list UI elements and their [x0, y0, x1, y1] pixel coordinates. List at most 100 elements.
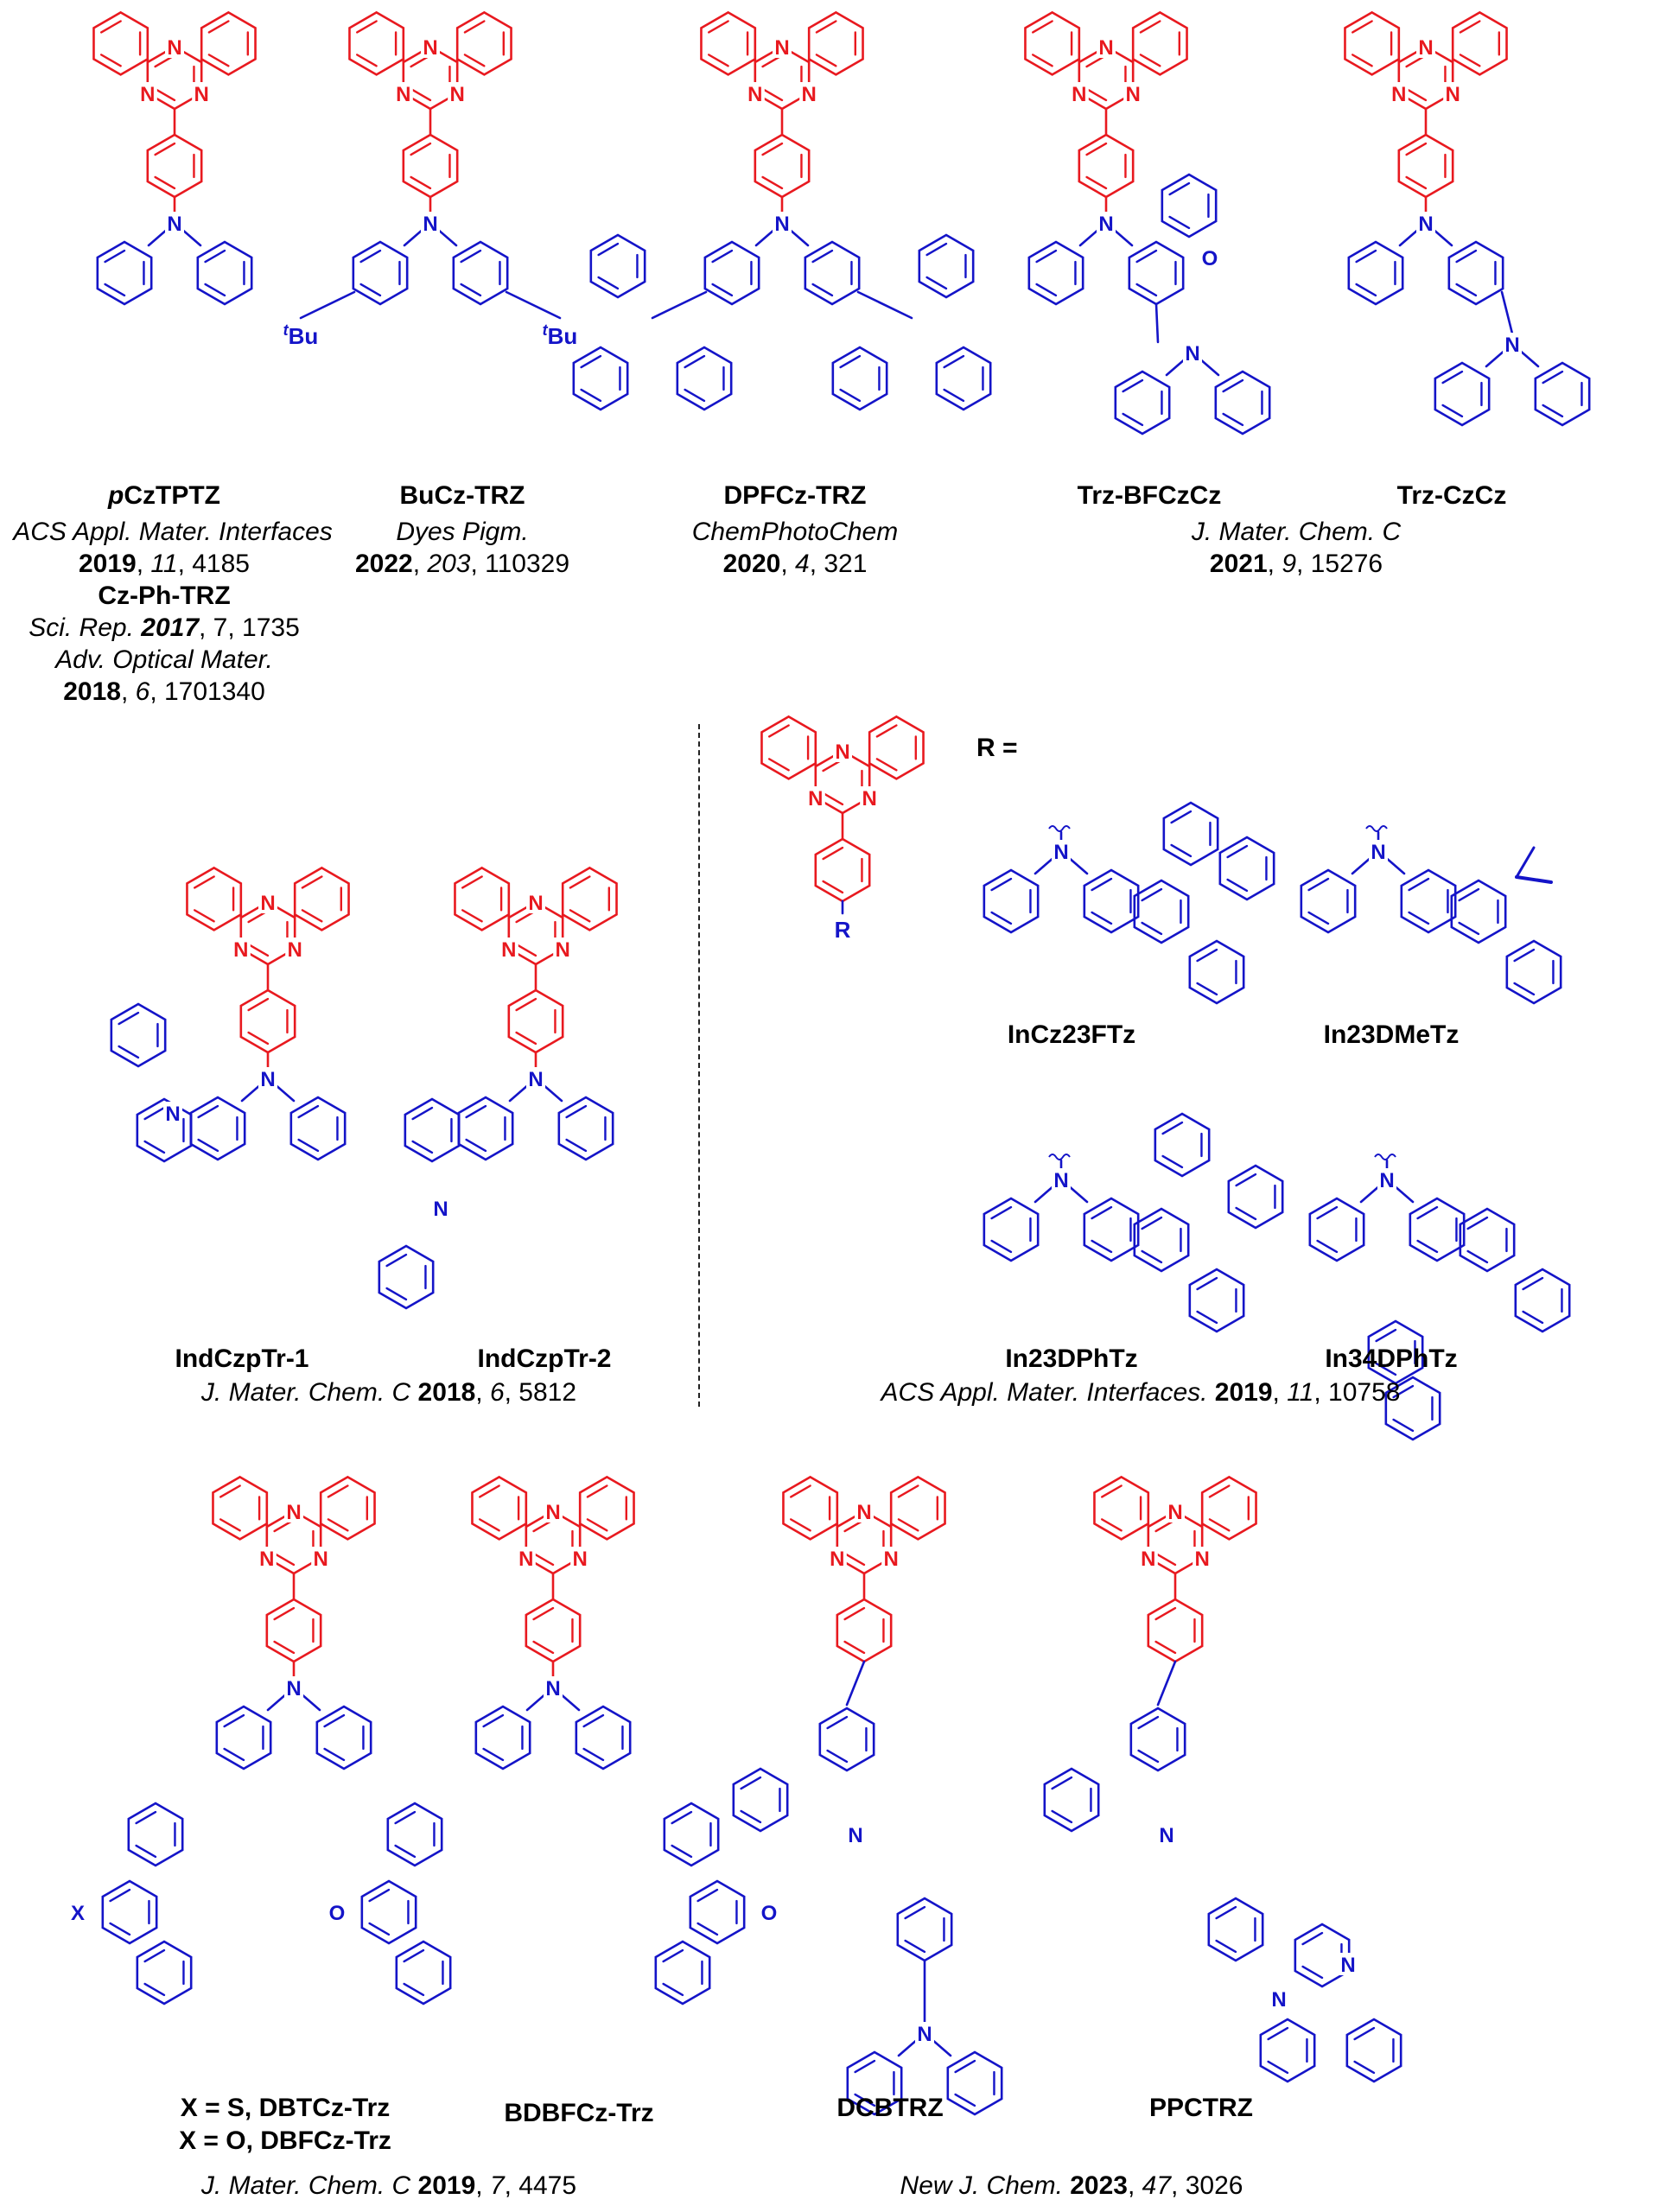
- svg-text:N: N: [1098, 213, 1113, 236]
- svg-text:N: N: [1098, 36, 1113, 60]
- svg-text:N: N: [260, 892, 275, 915]
- svg-text:N: N: [1167, 1501, 1182, 1524]
- svg-text:N: N: [433, 1198, 448, 1221]
- svg-text:X: X: [71, 1902, 85, 1925]
- structure-donor-dbtcztrz: NX: [68, 1660, 372, 2005]
- svg-text:N: N: [1418, 213, 1433, 236]
- svg-text:N: N: [1126, 83, 1141, 106]
- svg-text:N: N: [747, 83, 762, 106]
- reference-journal: Dyes Pigm.: [396, 518, 529, 546]
- svg-text:N: N: [194, 83, 209, 106]
- svg-text:N: N: [1072, 83, 1086, 106]
- reference-citation: ACS Appl. Mater. Interfaces. 2019, 11, 1…: [881, 1378, 1401, 1407]
- svg-text:N: N: [286, 1501, 301, 1524]
- svg-text:N: N: [835, 741, 849, 764]
- svg-text:N: N: [573, 1548, 588, 1571]
- compound-label-trzczcz: Trz-CzCz: [1396, 481, 1507, 510]
- svg-text:N: N: [165, 1103, 180, 1126]
- reference-journal: ACS Appl. Mater. Interfaces: [13, 518, 333, 546]
- structure-donor-pcztptz: N: [96, 195, 253, 306]
- svg-text:N: N: [286, 1677, 301, 1700]
- svg-text:N: N: [1159, 1824, 1173, 1847]
- compound-label-bucztrz: BuCz-TRZ: [399, 481, 525, 510]
- svg-text:N: N: [774, 36, 789, 60]
- compound-label-ppctrz: PPCTRZ: [1149, 2094, 1253, 2122]
- svg-text:N: N: [1141, 1548, 1155, 1571]
- reference-journal: J. Mater. Chem. C: [1191, 518, 1402, 546]
- svg-text:N: N: [140, 83, 155, 106]
- svg-text:N: N: [423, 36, 437, 60]
- svg-text:N: N: [545, 1501, 560, 1524]
- compound-label-bdbfcztrz: BDBFCz-Trz: [504, 2099, 654, 2127]
- svg-text:N: N: [260, 1068, 275, 1091]
- compound-label-in23dmetz: In23DMeTz: [1323, 1020, 1460, 1049]
- svg-text:O: O: [329, 1902, 346, 1925]
- structure-donor-dpfcztrz: N: [572, 195, 992, 411]
- structure-r-group: R: [835, 899, 851, 943]
- svg-text:N: N: [917, 2023, 932, 2046]
- reference-journal: Adv. Optical Mater.: [55, 645, 273, 674]
- reference-journal: ChemPhotoChem: [691, 518, 899, 546]
- svg-text:N: N: [1379, 1169, 1394, 1192]
- svg-text:N: N: [848, 1824, 862, 1847]
- svg-text:N: N: [167, 36, 181, 60]
- compound-label-indczptr-2: IndCzpTr-2: [477, 1344, 612, 1373]
- svg-text:N: N: [1185, 342, 1199, 365]
- reference-citation: 2022, 203, 110329: [354, 550, 570, 578]
- svg-text:O: O: [761, 1902, 778, 1925]
- compound-label-dcbtrz: DCBTRZ: [836, 2094, 944, 2122]
- svg-text:N: N: [1340, 1954, 1355, 1977]
- structure-donor-ppctrz: N N N: [1043, 1660, 1402, 2083]
- compound-label-dpfcztrz: DPFCz-TRZ: [723, 481, 867, 510]
- svg-text:tBu: tBu: [283, 321, 319, 349]
- svg-text:N: N: [423, 213, 437, 236]
- svg-text:N: N: [1053, 841, 1068, 864]
- structure-donor-bdbfcztrz: N O O: [328, 1660, 779, 2005]
- svg-text:N: N: [802, 83, 817, 106]
- svg-text:N: N: [1446, 83, 1460, 106]
- structure-fragment-in23dmetz: N: [1300, 825, 1562, 1005]
- svg-text:N: N: [1271, 1988, 1286, 2012]
- compound-label-pcztptz: pCzTPTZ: [108, 481, 220, 510]
- svg-text:N: N: [1418, 36, 1433, 60]
- structure-donor-indczptr-1: NN: [110, 1002, 347, 1163]
- reference-citation: 2021, 9, 15276: [1209, 550, 1383, 578]
- svg-text:N: N: [808, 787, 823, 810]
- svg-text:N: N: [545, 1677, 560, 1700]
- svg-text:tBu: tBu: [543, 321, 578, 349]
- svg-text:N: N: [856, 1501, 871, 1524]
- reference-citation: J. Mater. Chem. C 2018, 6, 5812: [200, 1378, 577, 1407]
- svg-text:N: N: [167, 213, 181, 236]
- reference-citation: 2019, 11, 4185: [79, 550, 250, 578]
- structure-acceptor-ppctrz: N N N: [1093, 1475, 1257, 1663]
- svg-text:N: N: [1391, 83, 1406, 106]
- svg-text:N: N: [288, 938, 302, 962]
- svg-text:N: N: [1504, 334, 1519, 357]
- svg-text:N: N: [884, 1548, 899, 1571]
- section-divider: [698, 724, 700, 1407]
- reference-citation: J. Mater. Chem. C 2019, 7, 4475: [200, 2171, 577, 2200]
- svg-text:N: N: [1053, 1169, 1068, 1192]
- compound-label-indczptr-1: IndCzpTr-1: [175, 1344, 309, 1373]
- svg-text:N: N: [528, 892, 543, 915]
- structure-donor-trzbfczcz: NON: [1027, 173, 1271, 435]
- reference-citation: 2020, 4, 321: [722, 550, 868, 578]
- svg-text:N: N: [1195, 1548, 1210, 1571]
- svg-text:N: N: [1371, 841, 1385, 864]
- compound-label-incz23ftz: InCz23FTz: [1007, 1020, 1136, 1049]
- svg-text:N: N: [556, 938, 570, 962]
- compound-label-in23dphtz: In23DPhTz: [1005, 1344, 1138, 1373]
- r-group-label: R =: [976, 734, 1018, 762]
- structure-fragment-incz23ftz: N: [983, 801, 1275, 1005]
